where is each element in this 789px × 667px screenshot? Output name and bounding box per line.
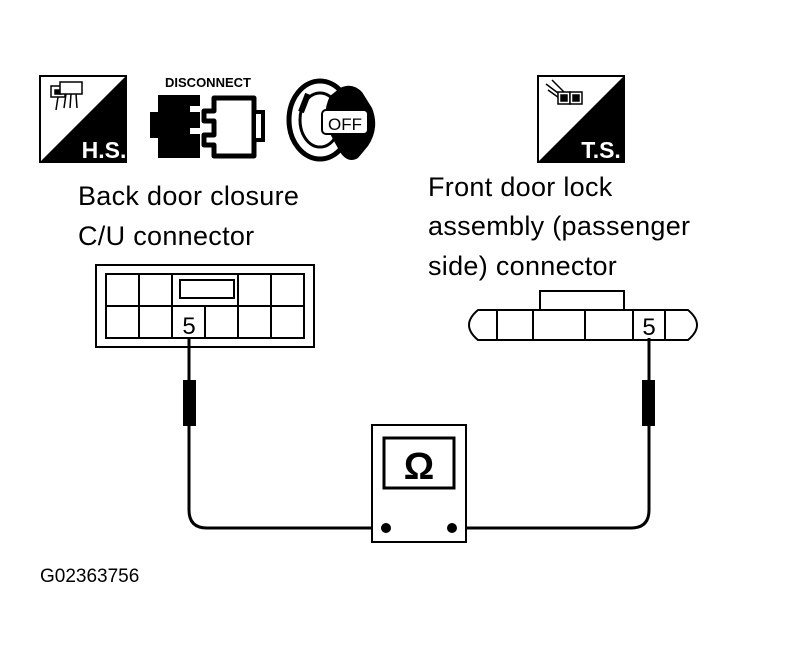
- ohm-symbol: Ω: [404, 446, 434, 488]
- figure-id: G02363756: [40, 566, 140, 587]
- disconnect-label: DISCONNECT: [165, 75, 251, 90]
- terminal-side-icon: T.S.: [537, 75, 625, 163]
- right-connector-title-line3: side) connector: [428, 251, 618, 281]
- front-door-lock-connector: [468, 290, 698, 341]
- left-connector-title-line2: C/U connector: [78, 221, 255, 251]
- hs-badge-text: H.S.: [82, 137, 127, 163]
- left-connector-title-line1: Back door closure: [78, 181, 300, 211]
- disconnect-icon: DISCONNECT: [150, 75, 265, 159]
- right-connector-title-line2: assembly (passenger: [428, 211, 691, 241]
- test-lead-right: [452, 338, 655, 530]
- ts-badge-text: T.S.: [581, 137, 621, 163]
- right-connector-title-line1: Front door lock: [428, 172, 613, 202]
- meter-terminal-right: [447, 523, 457, 533]
- ignition-off-icon: OFF: [286, 78, 376, 162]
- back-door-closure-connector: [95, 264, 315, 348]
- meter-terminal-left: [381, 523, 391, 533]
- harness-side-icon: H.S.: [39, 75, 127, 163]
- right-connector-pin: 5: [642, 314, 655, 341]
- ohmmeter: Ω: [371, 424, 467, 543]
- left-connector-pin: 5: [182, 313, 195, 340]
- ignition-off-label: OFF: [328, 115, 362, 134]
- test-lead-left: [183, 338, 386, 530]
